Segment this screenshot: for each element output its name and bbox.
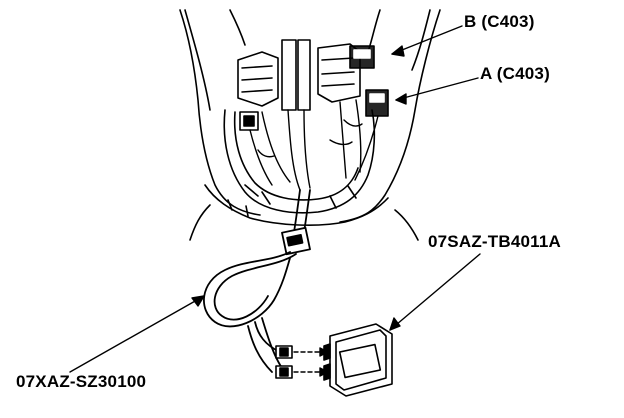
- center-stack-bracket: [223, 109, 376, 214]
- console-wiring: [249, 99, 379, 191]
- harness-part-number-label: 07XAZ-SZ30100: [16, 372, 147, 391]
- leader-lines: [69, 25, 481, 373]
- connector-b-label: B (C403): [464, 12, 535, 31]
- unit-part-number-label: 07SAZ-TB4011A: [428, 232, 561, 251]
- harness-cable: [203, 189, 311, 373]
- control-unit: [323, 323, 393, 397]
- branch-connectors: [275, 345, 293, 379]
- connector-a-label: A (C403): [480, 64, 550, 83]
- dashed-arrows: [293, 347, 329, 377]
- upper-housings: [237, 39, 389, 131]
